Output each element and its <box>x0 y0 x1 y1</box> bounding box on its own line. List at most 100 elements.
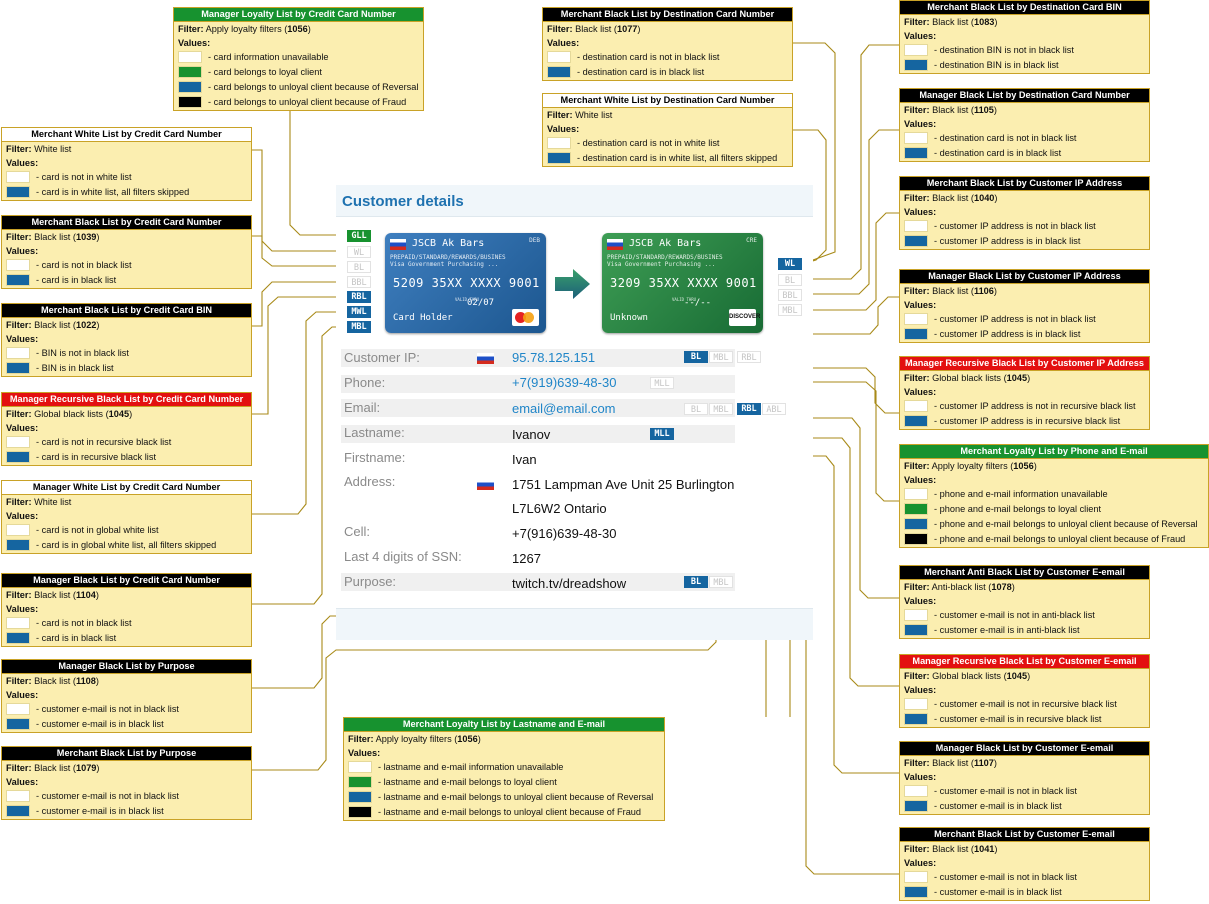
connector-line <box>251 149 347 252</box>
value-text: - customer e-mail is not in black list <box>934 872 1077 882</box>
value-description: phone and e-mail belongs to unloyal clie… <box>939 534 1186 544</box>
color-swatch <box>6 718 30 730</box>
card-holder: Unknown <box>610 313 648 323</box>
values-label-text: Values: <box>904 475 937 485</box>
color-swatch <box>904 800 928 812</box>
box-filter: Filter: Black list (1077) <box>547 24 641 34</box>
phone-value[interactable]: +7(919)639-48-30 <box>512 375 617 390</box>
values-label: Values: <box>900 117 1149 131</box>
tag-bbl[interactable]: BBL <box>778 289 802 301</box>
valid-thru-label: VALID THRU <box>672 297 697 302</box>
value-text: - destination card is not in black list <box>934 133 1077 143</box>
connector-line <box>251 326 347 605</box>
filter-code: 1106 <box>973 286 994 296</box>
value-description: card is in black list <box>41 275 117 285</box>
destination-card[interactable]: JSCB Ak Bars CRE PREPAID/STANDARD/REWARD… <box>602 233 763 333</box>
value-description: customer e-mail is not in black list <box>41 704 179 714</box>
value-description: customer IP address is in black list <box>939 236 1081 246</box>
box-title: Manager Black List by Destination Card N… <box>900 89 1149 103</box>
value-description: customer e-mail is not in anti-black lis… <box>939 610 1095 620</box>
tag-mbl[interactable]: MBL <box>709 351 733 363</box>
color-swatch <box>904 59 928 71</box>
ip-value[interactable]: 95.78.125.151 <box>512 350 596 365</box>
color-swatch <box>904 533 928 545</box>
tag-mwl[interactable]: MWL <box>347 306 371 318</box>
tag-bl[interactable]: BL <box>684 351 708 363</box>
box-filter: Filter: Global black lists (1045) <box>904 373 1031 383</box>
tag-wl[interactable]: WL <box>347 246 371 258</box>
value-text: - customer IP address is in recursive bl… <box>934 416 1121 426</box>
card-holder: Card Holder <box>393 313 453 323</box>
value-description: destination BIN is in black list <box>939 60 1059 70</box>
filter-label: Filter: <box>6 763 32 773</box>
values-label-text: Values: <box>904 772 937 782</box>
tag-mbl[interactable]: MBL <box>347 321 371 333</box>
tag-mll[interactable]: MLL <box>650 428 674 440</box>
tag-rbl[interactable]: RBL <box>737 351 761 363</box>
value-text: - card belongs to unloyal client because… <box>208 97 407 107</box>
value-row: - customer e-mail is not in black list <box>2 789 251 804</box>
tag-bl[interactable]: BL <box>347 261 371 273</box>
row-stripe <box>341 375 735 393</box>
values-label: Values: <box>900 385 1149 399</box>
filter-label: Filter: <box>904 671 930 681</box>
tag-bl[interactable]: BL <box>684 403 708 415</box>
value-description: customer IP address is in black list <box>939 329 1081 339</box>
filter-code: 1056 <box>1013 461 1034 471</box>
value-text: - destination card is in black list <box>934 148 1062 158</box>
filter-text: Black list <box>34 763 71 773</box>
value-text: - customer IP address is not in black li… <box>934 314 1096 324</box>
tag-wl[interactable]: WL <box>778 258 802 270</box>
value-row: - card is not in white list <box>2 170 251 185</box>
tag-bbl[interactable]: BBL <box>347 276 371 288</box>
value-description: card belongs to unloyal client because o… <box>213 97 407 107</box>
value-row: - card belongs to loyal client <box>174 65 423 80</box>
value-text: - card is in global white list, all filt… <box>36 540 217 550</box>
box-title: Merchant Anti Black List by Customer E-e… <box>900 566 1149 580</box>
filter-box-mgr-bl-ip: Manager Black List by Customer IP Addres… <box>899 269 1150 343</box>
value-row: - destination card is not in white list <box>543 136 792 151</box>
values-label-text: Values: <box>6 423 39 433</box>
tag-abl[interactable]: ABL <box>762 403 786 415</box>
value-text: - destination BIN is not in black list <box>934 45 1074 55</box>
email-value[interactable]: email@email.com <box>512 401 616 416</box>
box-filter: Filter: Black list (1040) <box>904 193 998 203</box>
address-label: Address: <box>344 474 396 489</box>
value-text: - destination BIN is in black list <box>934 60 1059 70</box>
value-row: - card information unavailable <box>174 50 423 65</box>
tag-bl[interactable]: BL <box>778 274 802 286</box>
lastname-value: Ivanov <box>512 427 551 442</box>
tag-gll[interactable]: GLL <box>347 230 371 242</box>
values-label: Values: <box>900 770 1149 784</box>
values-label-text: Values: <box>904 387 937 397</box>
value-row: - destination card is in black list <box>900 146 1149 161</box>
filter-label: Filter: <box>547 110 573 120</box>
box-filter: Filter: Apply loyalty filters (1056) <box>904 461 1037 471</box>
value-text: - customer e-mail is in anti-black list <box>934 625 1080 635</box>
value-text: - card belongs to loyal client <box>208 67 322 77</box>
tag-mbl[interactable]: MBL <box>709 403 733 415</box>
tag-rbl[interactable]: RBL <box>737 403 761 415</box>
value-row: - destination BIN is not in black list <box>900 43 1149 58</box>
values-label-text: Values: <box>547 38 580 48</box>
color-swatch <box>904 518 928 530</box>
box-filter: Filter: Black list (1106) <box>904 286 997 296</box>
color-swatch <box>904 313 928 325</box>
value-description: card is in global white list, all filter… <box>41 540 217 550</box>
filter-label: Filter: <box>904 17 930 27</box>
connector-line <box>251 296 347 415</box>
row-stripe <box>341 573 735 591</box>
source-card[interactable]: JSCB Ak Bars DEB PREPAID/STANDARD/REWARD… <box>385 233 546 333</box>
tag-bl[interactable]: BL <box>684 576 708 588</box>
filter-text: White list <box>34 144 72 154</box>
tag-mbl[interactable]: MBL <box>709 576 733 588</box>
value-text: - BIN is not in black list <box>36 348 129 358</box>
tag-mll[interactable]: MLL <box>650 377 674 389</box>
values-label: Values: <box>2 156 251 170</box>
cell-value: +7(916)639-48-30 <box>512 526 617 541</box>
values-label: Values: <box>2 332 251 346</box>
color-swatch <box>547 137 571 149</box>
tag-mbl[interactable]: MBL <box>778 304 802 316</box>
filter-text: Global black lists <box>932 373 1002 383</box>
tag-rbl[interactable]: RBL <box>347 291 371 303</box>
